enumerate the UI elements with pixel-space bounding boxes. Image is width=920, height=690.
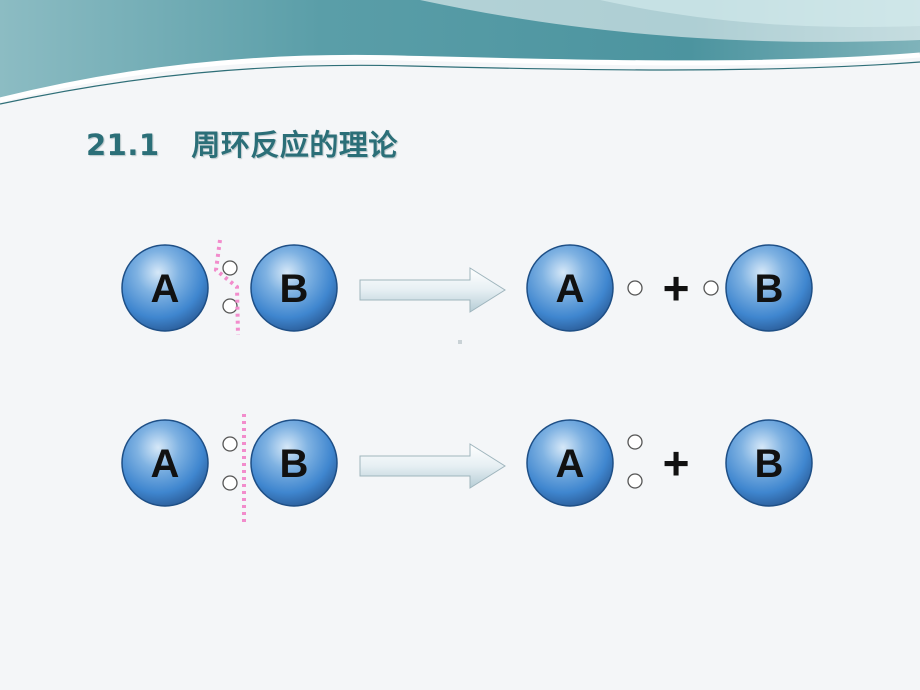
- plus-sign: +: [663, 437, 690, 489]
- header-banner: [0, 0, 920, 105]
- radical-electron: [703, 280, 719, 296]
- radical-electron: [627, 280, 643, 296]
- reaction-arrow: [359, 443, 506, 489]
- atom-label: A: [556, 442, 585, 486]
- product-atom-b: B: [725, 419, 813, 507]
- product-atom-b: B: [725, 244, 813, 332]
- reaction-1: A B A + B: [121, 239, 813, 336]
- atom-label: A: [556, 267, 585, 311]
- reactant-atom-a: A: [121, 419, 209, 507]
- plus-sign: +: [663, 262, 690, 314]
- atom-label: A: [151, 442, 180, 486]
- product-atom-a: A: [526, 419, 614, 507]
- atom-label: B: [755, 442, 784, 486]
- product-atom-a: A: [526, 244, 614, 332]
- reactant-atom-b: B: [250, 244, 338, 332]
- bonding-electron-pair: [222, 436, 238, 491]
- reactant-atom-b: B: [250, 419, 338, 507]
- stray-mark: [458, 340, 462, 344]
- atom-label: B: [280, 442, 309, 486]
- atom-label: B: [280, 267, 309, 311]
- slide-title: 21.1 周环反应的理论: [86, 128, 398, 162]
- atom-label: B: [755, 267, 784, 311]
- reactant-atom-a: A: [121, 244, 209, 332]
- reaction-2: A B A + B: [121, 414, 813, 522]
- reaction-arrow: [359, 267, 506, 313]
- bonding-electron-pair: [222, 260, 238, 314]
- electron-pair: [627, 434, 643, 489]
- bond-cleavage-line: [213, 239, 240, 336]
- atom-label: A: [151, 267, 180, 311]
